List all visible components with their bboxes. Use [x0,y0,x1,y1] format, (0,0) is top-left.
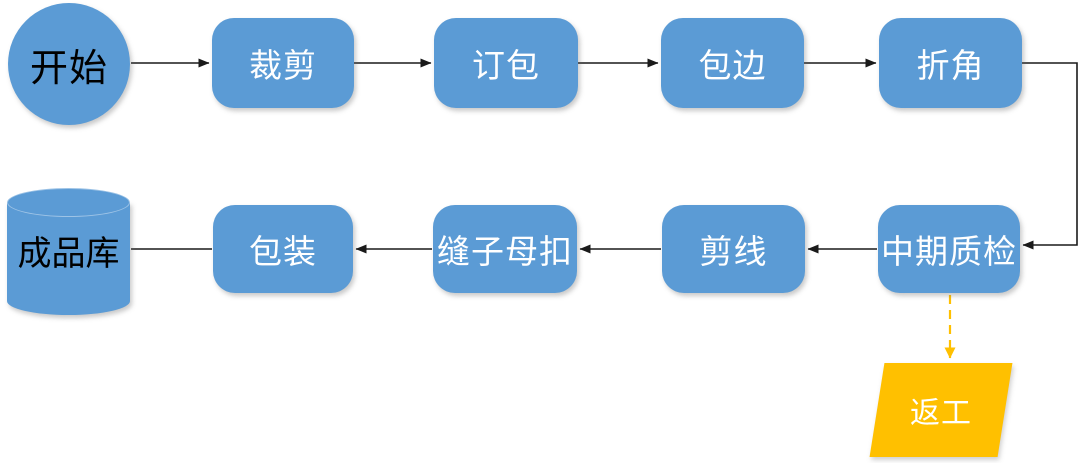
node-cutting: 裁剪 [212,18,354,108]
node-bag-stitching: 订包 [434,18,578,108]
node-cutting-label: 裁剪 [249,47,317,84]
node-rework: 返工 [869,363,1013,457]
node-mid-inspection: 中期质检 [878,205,1020,293]
node-packaging: 包装 [213,205,353,293]
node-corner-folding: 折角 [879,18,1022,108]
node-edge-binding-label: 包边 [698,47,767,84]
node-start-label: 开始 [29,47,108,90]
node-edge-binding: 包边 [661,18,804,108]
node-bag-stitching-label: 订包 [472,47,540,84]
warehouse-cylinder-top [7,188,130,217]
connector-cornerfolding-midinspection [1022,62,1078,250]
node-snap-sewing-label: 缝子母扣 [437,233,573,270]
node-corner-folding-label: 折角 [916,47,985,84]
node-rework-label: 返工 [910,397,972,430]
node-warehouse: 成品库 [7,188,130,315]
node-thread-trimming-label: 剪线 [699,233,768,270]
node-warehouse-label: 成品库 [17,235,120,273]
node-packaging-label: 包装 [249,233,317,270]
node-snap-sewing: 缝子母扣 [433,205,577,293]
warehouse-cylinder-body [7,202,130,315]
node-thread-trimming: 剪线 [662,205,805,293]
node-mid-inspection-label: 中期质检 [881,233,1017,270]
node-start: 开始 [8,3,130,125]
